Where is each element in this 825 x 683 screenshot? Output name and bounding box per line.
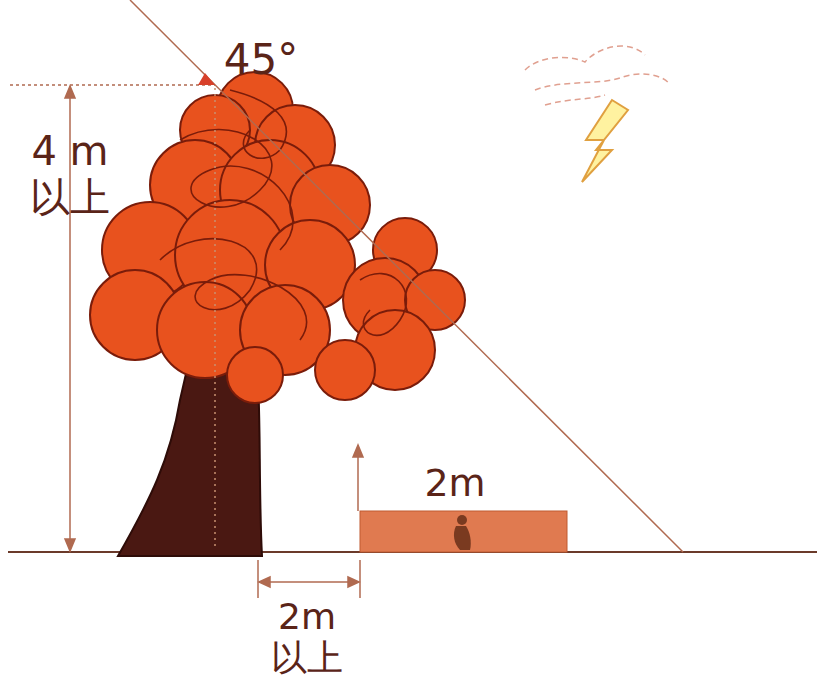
reference-line	[10, 84, 215, 86]
lightning-bolt	[582, 100, 628, 182]
canopy-scribbles	[160, 90, 406, 340]
crouching-person	[454, 515, 471, 550]
height-label: 4 m 以上	[22, 128, 118, 220]
tree-canopy	[90, 72, 465, 403]
zone-height-arrow	[353, 445, 363, 511]
distance-label: 2m 以上	[262, 596, 352, 679]
tree-centre-line	[214, 88, 216, 550]
distance-dimension	[258, 560, 360, 598]
angle-label: 45°	[216, 36, 306, 84]
cloud	[525, 46, 670, 105]
protection-angle-line	[130, 0, 683, 552]
protected-zone	[360, 511, 567, 552]
zone-height-label: 2m	[410, 462, 500, 506]
angle-mark	[198, 73, 215, 85]
